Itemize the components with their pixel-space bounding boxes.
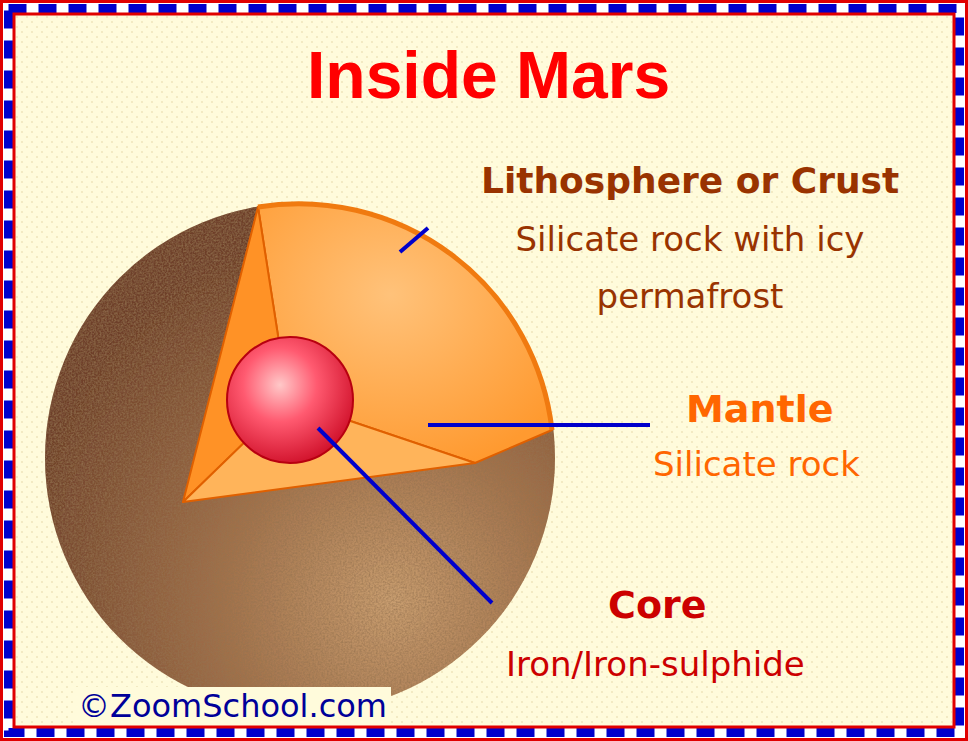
- frame-band: [3, 3, 965, 738]
- frame-dashes: [9, 9, 960, 733]
- leader-line: [428, 423, 650, 427]
- layer-name: Lithosphere or Crust: [481, 159, 899, 202]
- background-dots: [16, 16, 952, 725]
- planet-surface: [45, 203, 555, 713]
- layer-name: Core: [608, 583, 707, 629]
- layer-description: Silicate rock: [653, 444, 860, 485]
- background-panel: [14, 14, 954, 727]
- layer-description: Silicate rock with icy permafrost: [445, 211, 935, 325]
- copyright-notice: ©ZoomSchool.com: [74, 687, 391, 725]
- leader-line: [400, 228, 428, 252]
- diagram-title: Inside Mars: [307, 36, 670, 115]
- layer-name: Mantle: [686, 387, 833, 433]
- leader-line: [318, 428, 492, 603]
- layer-description: Iron/Iron-sulphide: [506, 644, 805, 685]
